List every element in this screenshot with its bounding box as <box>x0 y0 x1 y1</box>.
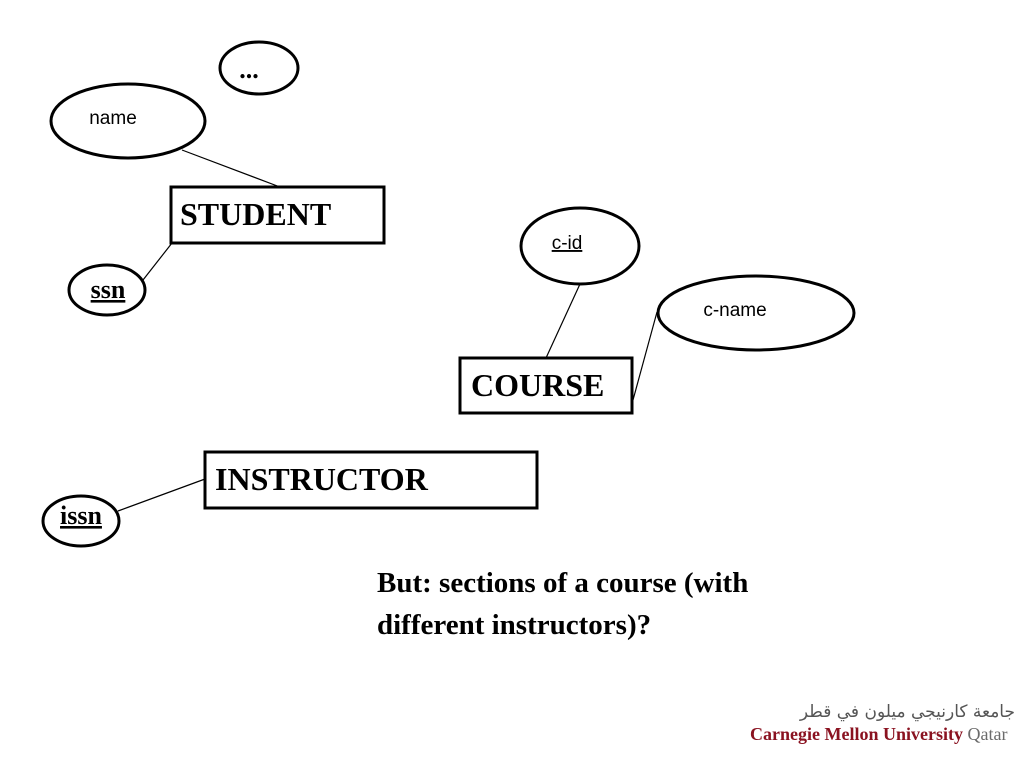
attribute-issn-oval <box>41 494 121 548</box>
cmu-qatar-logo: جامعة كارنيجي ميلون في قطر Carnegie Mell… <box>750 702 1015 754</box>
attribute-cid-label: c-id <box>552 233 583 254</box>
attribute-cname-oval <box>656 274 856 352</box>
attribute-ellipsis-oval <box>218 40 300 96</box>
connector-name-student <box>181 149 281 188</box>
connector-ssn-student <box>142 242 173 281</box>
entity-course-label: COURSE <box>471 367 604 403</box>
entity-course-box <box>458 356 634 415</box>
logo-english-text: Carnegie Mellon University Qatar <box>750 724 1015 745</box>
attribute-name-label: name <box>89 108 137 129</box>
question-line-2: different instructors)? <box>377 609 652 641</box>
attribute-cname-label: c-name <box>703 300 766 321</box>
question-text: But: sections of a course (with different… <box>377 562 897 646</box>
logo-place: Qatar <box>967 724 1008 744</box>
attribute-ellipsis-label: ... <box>239 55 259 84</box>
entity-student-label: STUDENT <box>180 196 331 232</box>
connector-cid-course <box>545 283 581 359</box>
attribute-issn-label: issn <box>60 501 102 530</box>
attribute-name-oval <box>49 82 207 160</box>
logo-brand: Carnegie Mellon University <box>750 724 963 744</box>
attribute-ssn-oval <box>67 263 147 317</box>
logo-arabic-text: جامعة كارنيجي ميلون في قطر <box>799 702 1015 722</box>
entity-student-box <box>169 185 386 245</box>
connector-issn-instructor <box>117 478 206 512</box>
question-line-1: But: sections of a course (with <box>377 567 749 599</box>
attribute-cid-oval <box>519 206 641 286</box>
entity-instructor-label: INSTRUCTOR <box>215 461 429 497</box>
connector-cname-course <box>632 311 658 401</box>
attribute-ssn-label: ssn <box>91 275 126 304</box>
entity-instructor-box <box>203 450 539 510</box>
